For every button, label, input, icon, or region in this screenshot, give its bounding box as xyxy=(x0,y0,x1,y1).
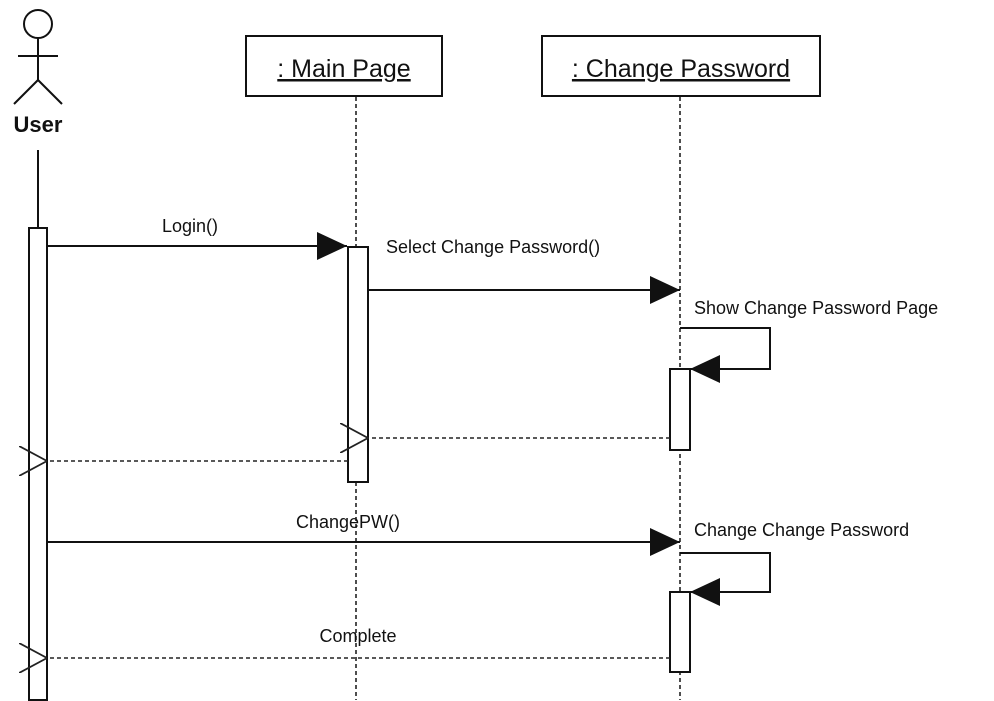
actor-left-leg xyxy=(13,79,39,105)
change-change-password-label: Change Change Password xyxy=(694,520,909,540)
show-change-password-page-arrow xyxy=(680,327,771,383)
change-change-password-arrow xyxy=(680,552,771,606)
change-password-activation-1 xyxy=(669,368,691,451)
show-change-password-page-label: Show Change Password Page xyxy=(694,298,938,318)
select-change-password-label: Select Change Password() xyxy=(386,237,600,257)
message-complete: Complete xyxy=(47,626,670,658)
message-select-change-password: Select Change Password() xyxy=(368,237,680,304)
message-login: Login() xyxy=(47,216,347,260)
message-change-change-password: Change Change Password xyxy=(680,520,909,606)
change-password-header-box xyxy=(541,35,821,97)
change-password-activation-2 xyxy=(669,591,691,673)
actor-head xyxy=(23,9,53,39)
user-actor: User xyxy=(13,9,63,137)
main-page-activation xyxy=(347,246,369,483)
main-page-header-label: : Main Page xyxy=(277,55,410,83)
actor-label: User xyxy=(14,112,63,137)
lifeline-change-password: : Change Password xyxy=(541,35,821,700)
user-activation xyxy=(28,227,48,701)
lifeline-main-page: : Main Page xyxy=(245,35,443,700)
login-label: Login() xyxy=(162,216,218,236)
actor-right-leg xyxy=(37,79,63,105)
message-show-change-password-page: Show Change Password Page xyxy=(680,298,938,383)
change-password-header-label: : Change Password xyxy=(572,55,790,83)
message-changepw: ChangePW() xyxy=(47,512,680,556)
main-page-header-box xyxy=(245,35,443,97)
changepw-label: ChangePW() xyxy=(296,512,400,532)
complete-label: Complete xyxy=(319,626,396,646)
